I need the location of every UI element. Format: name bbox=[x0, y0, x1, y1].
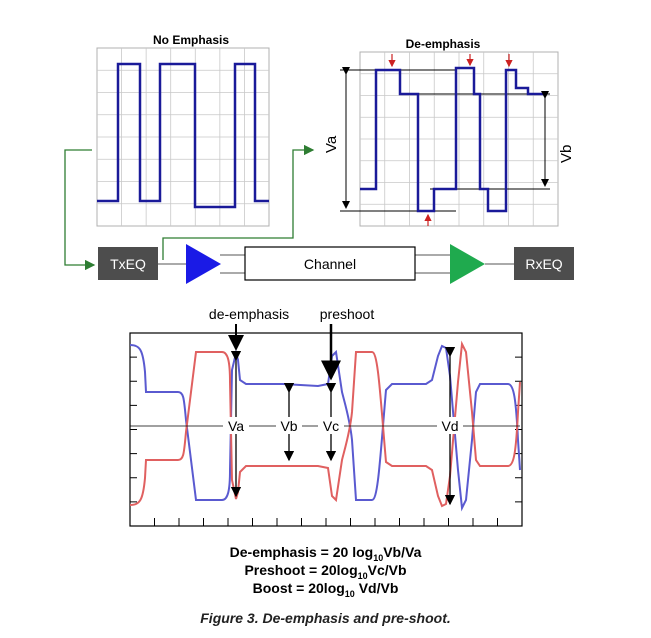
de-emphasis-plot: De-emphasis Va Vb bbox=[323, 37, 575, 227]
tx-amplifier-icon bbox=[186, 244, 221, 284]
boost-eq-lhs: Boost = 20log bbox=[252, 580, 345, 596]
va-eye-label-bg bbox=[223, 417, 249, 434]
no-emphasis-grid bbox=[96, 47, 270, 227]
txeq-label: TxEQ bbox=[110, 256, 146, 272]
vc-eye-label: Vc bbox=[323, 418, 339, 434]
de-emphasis-equation: De-emphasis = 20 log10Vb/Va bbox=[0, 544, 651, 563]
va-eye-label: Va bbox=[228, 418, 244, 434]
trace-blue bbox=[129, 344, 521, 512]
de-emphasis-annotation: de-emphasis bbox=[209, 306, 289, 322]
rxeq-label: RxEQ bbox=[525, 256, 562, 272]
no-emphasis-title: No Emphasis bbox=[153, 33, 229, 47]
wire-txeq-to-de-emphasis bbox=[162, 144, 315, 260]
de-emphasis-waveform bbox=[360, 66, 544, 213]
de-emphasis-eq-rhs: Vb/Va bbox=[383, 544, 422, 560]
eye-plot: de-emphasis preshoot Va Vb Vc Vd bbox=[129, 306, 523, 527]
rx-amplifier-icon bbox=[450, 244, 485, 284]
channel-label: Channel bbox=[304, 256, 356, 272]
de-emphasis-eq-lhs: De-emphasis = 20 log bbox=[229, 544, 374, 560]
boost-eq-sub: 10 bbox=[344, 588, 355, 599]
boost-eq-rhs: Vd/Vb bbox=[354, 580, 399, 596]
va-label: Va bbox=[323, 135, 340, 153]
txeq-block bbox=[98, 247, 158, 280]
de-emphasis-grid bbox=[359, 51, 559, 227]
de-emphasis-eq-sub: 10 bbox=[373, 552, 384, 563]
rxeq-block bbox=[514, 247, 574, 280]
no-emphasis-waveform bbox=[97, 62, 269, 209]
figure-caption: Figure 3. De-emphasis and pre-shoot. bbox=[200, 610, 451, 626]
preshoot-eq-sub: 10 bbox=[357, 570, 368, 581]
vd-eye-label-bg bbox=[437, 417, 463, 434]
de-emphasis-title: De-emphasis bbox=[406, 37, 481, 51]
preshoot-eq-rhs: Vc/Vb bbox=[367, 562, 407, 578]
vb-label: Vb bbox=[558, 145, 575, 163]
signal-chain: TxEQ Channel RxEQ bbox=[64, 144, 574, 284]
preshoot-eq-lhs: Preshoot = 20log bbox=[244, 562, 358, 578]
channel-block bbox=[244, 246, 416, 281]
boost-equation: Boost = 20log10 Vd/Vb bbox=[0, 580, 651, 599]
vb-eye-label: Vb bbox=[280, 418, 297, 434]
vd-eye-label: Vd bbox=[441, 418, 458, 434]
preshoot-annotation: preshoot bbox=[320, 306, 375, 322]
wire-plot-to-txeq bbox=[64, 149, 96, 271]
vb-eye-label-bg bbox=[276, 417, 302, 434]
no-emphasis-plot: No Emphasis bbox=[96, 33, 270, 227]
eye-plot-grid bbox=[129, 332, 523, 527]
vc-eye-label-bg bbox=[318, 417, 344, 434]
trace-red bbox=[129, 340, 521, 508]
preshoot-equation: Preshoot = 20log10Vc/Vb bbox=[0, 562, 651, 581]
